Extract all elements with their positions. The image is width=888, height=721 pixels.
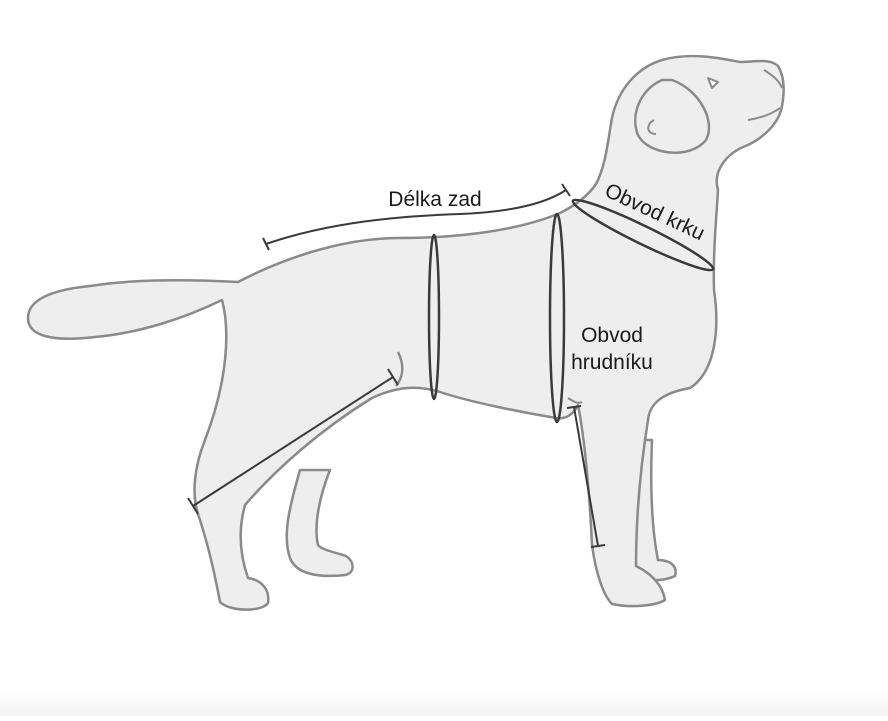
bottom-shadow-band [0,690,888,716]
hind-leg-line [192,376,394,507]
hind-leg-tick-bottom [187,497,199,515]
ear-inner-curl [647,119,657,135]
mouth-line [747,107,781,121]
front-leg-line [573,406,599,547]
waist-ring [427,233,441,401]
elbow-crease [567,397,583,404]
back-length-tick-right [561,183,571,197]
hind-leg-tick-top [387,368,399,386]
front-leg-tick-top [566,405,582,409]
nose-line [763,69,783,89]
chest-label-line1: Obvod [581,324,643,347]
back-length-tick-left [262,237,270,251]
dog-body-outline [26,54,785,611]
eye [707,77,719,89]
back-length-label: Délka zad [388,188,481,211]
neck-collar-ring [571,198,715,272]
chest-ring [548,212,566,424]
front-leg-tick-bottom [590,544,606,548]
back-length-line [265,189,567,245]
chest-label-line2: hrudníku [571,351,653,374]
far-hind-leg [285,468,354,578]
